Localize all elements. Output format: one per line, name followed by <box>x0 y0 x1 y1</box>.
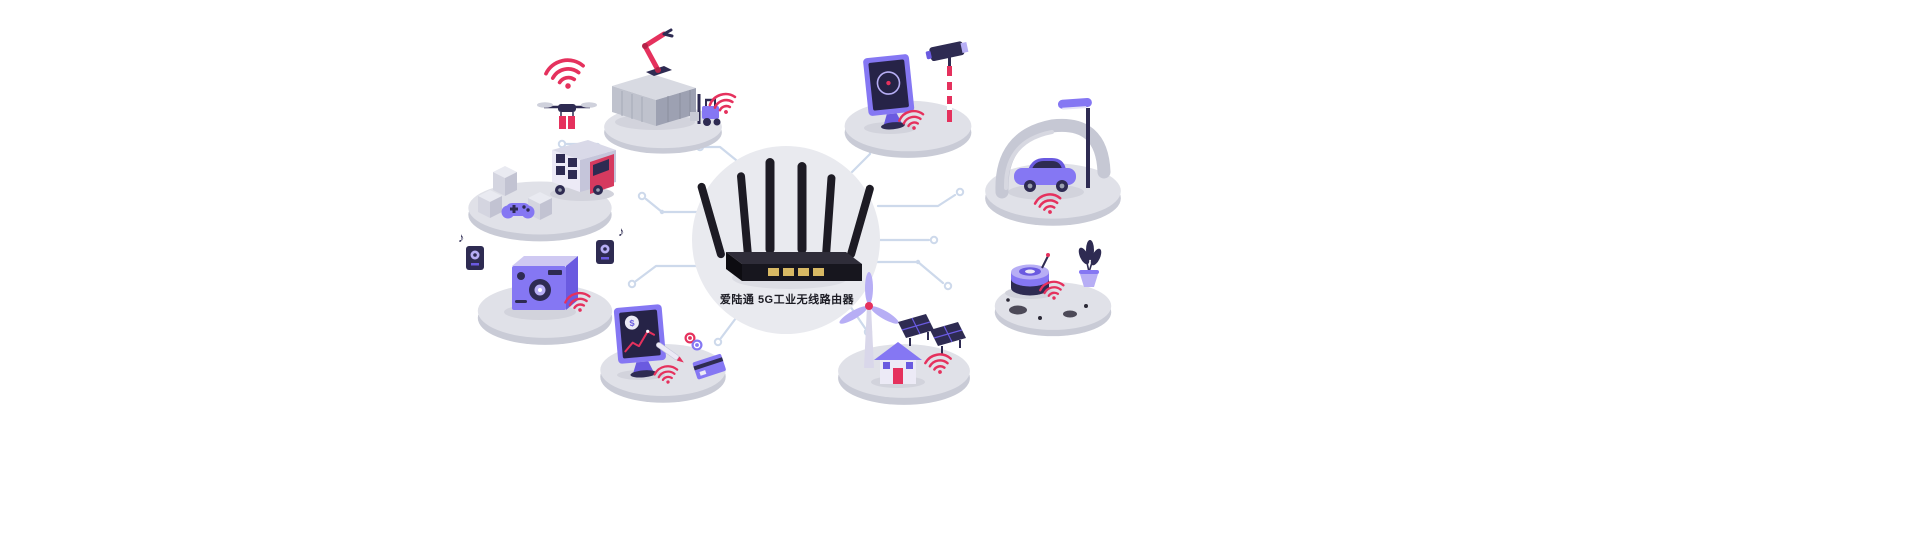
cargo-truck <box>552 140 616 195</box>
node-video-surveillance <box>844 41 972 158</box>
wifi-icon <box>542 54 589 95</box>
music-note-right-icon: ♪ <box>618 224 625 239</box>
router-antennas <box>697 158 874 259</box>
solar-panels <box>898 314 966 354</box>
coins <box>684 332 703 351</box>
node-smart-agriculture <box>994 240 1112 337</box>
router-device <box>697 158 874 281</box>
router-label: 爱陆通 5G工业无线路由器 <box>719 294 855 306</box>
robotic-arm <box>642 28 674 76</box>
monitor-screen <box>863 54 915 130</box>
chart-monitor: $ <box>613 304 666 378</box>
potted-plant <box>1078 240 1102 287</box>
delivery-drone <box>537 102 597 129</box>
garage-wall <box>995 118 1111 199</box>
node-smart-audio: ♪ ♪ <box>458 224 625 345</box>
speaker-system <box>512 256 578 310</box>
node-smart-energy <box>838 272 970 405</box>
node-smart-logistics <box>468 54 616 242</box>
container-warehouse <box>612 74 696 126</box>
mini-speaker-left <box>466 246 484 270</box>
router-ports <box>768 268 824 276</box>
street-lamp <box>1057 98 1092 188</box>
pen <box>656 342 684 363</box>
game-controller <box>501 203 535 219</box>
iot-sensor <box>1011 253 1050 296</box>
bank-card <box>692 353 726 380</box>
wind-turbine <box>839 272 899 368</box>
mini-speaker-right <box>596 240 614 264</box>
node-finance-dashboard: $ <box>600 304 726 403</box>
node-smart-parking <box>985 98 1121 226</box>
car <box>1014 158 1076 192</box>
house <box>874 342 922 384</box>
forklift <box>690 94 721 126</box>
center-hub <box>692 146 880 334</box>
node-smart-factory <box>604 28 741 154</box>
rocks <box>1006 298 1088 320</box>
music-note-left-icon: ♪ <box>458 230 465 245</box>
cctv-camera <box>925 41 969 122</box>
dollar-icon: $ <box>629 318 635 328</box>
